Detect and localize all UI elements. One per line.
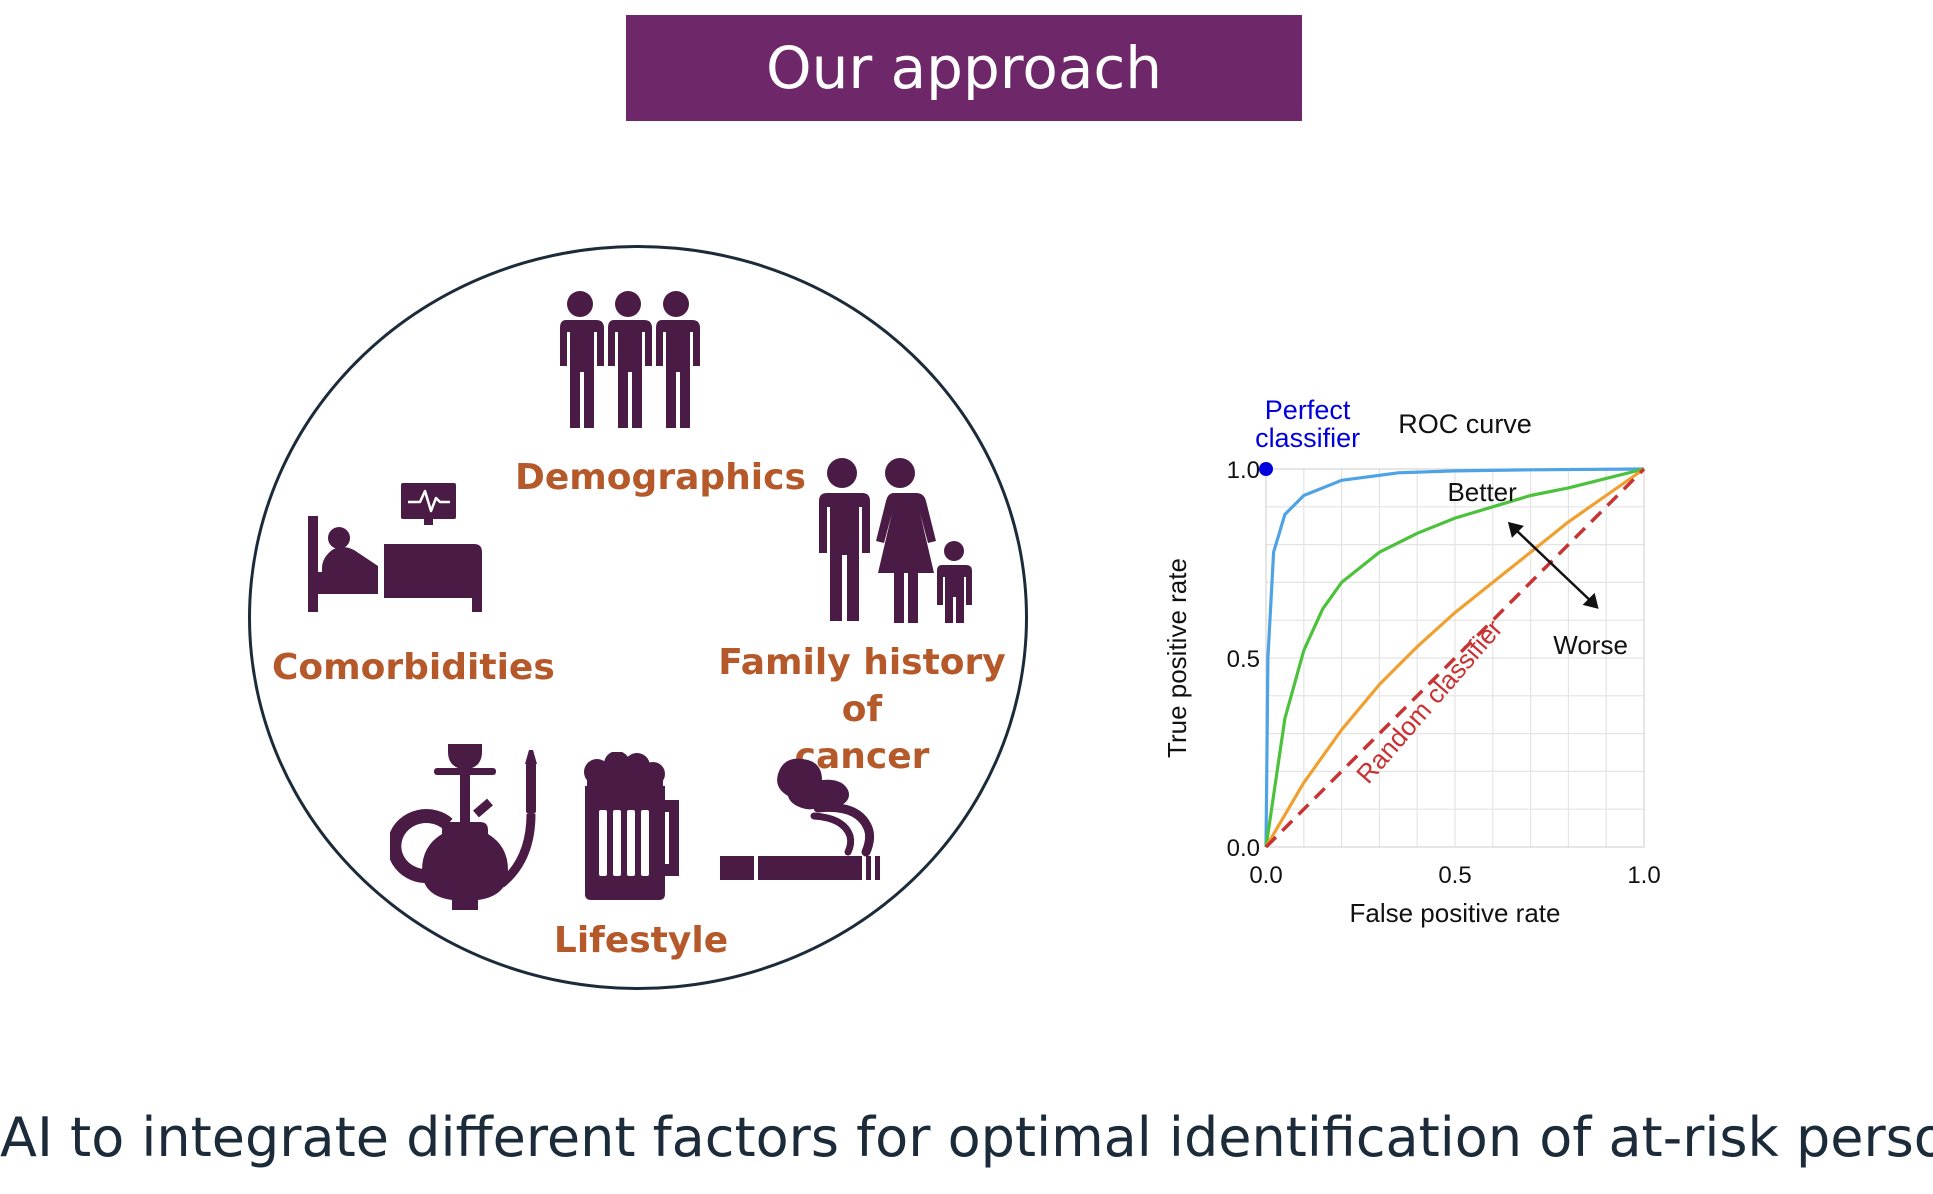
- lifestyle-label: Lifestyle: [553, 920, 729, 961]
- banner-title: Our approach: [765, 34, 1163, 102]
- roc-curve-better: [1264, 467, 1645, 848]
- factors-circle: [248, 245, 1028, 990]
- arrow-shaft: [1515, 529, 1592, 602]
- arrow-head-better: [1507, 521, 1524, 538]
- demographics-label: Demographics: [515, 457, 806, 498]
- title-banner: Our approach: [626, 15, 1302, 121]
- x-axis-label: False positive rate: [1350, 898, 1561, 928]
- x-tick-label: 0.0: [1249, 862, 1282, 889]
- chart-grid: [1266, 469, 1644, 847]
- family-history-line1: Family history of: [718, 642, 1006, 730]
- hookah-icon: [390, 742, 550, 912]
- y-tick-label: 0.0: [1227, 835, 1260, 862]
- y-tick-label: 0.5: [1227, 646, 1260, 673]
- footer-caption: AI to integrate different factors for op…: [0, 1106, 1933, 1169]
- perfect-classifier-point: [1259, 462, 1273, 476]
- perfect-label-line1: Perfect: [1265, 395, 1351, 425]
- hospital-bed-monitor-icon: [308, 478, 486, 616]
- comorbidities-label: Comorbidities: [272, 647, 555, 688]
- y-axis-label: True positive rate: [1162, 558, 1192, 758]
- x-tick-label: 0.5: [1438, 862, 1471, 889]
- better-label: Better: [1447, 477, 1517, 507]
- roc-curve-best: [1264, 467, 1645, 848]
- cigarette-smoke-icon: [718, 752, 886, 882]
- people-group-icon: [550, 288, 706, 428]
- plot-frame: [1265, 468, 1645, 848]
- roc-curve-worse: [1264, 467, 1645, 848]
- x-tick-label: 1.0: [1627, 862, 1660, 889]
- perfect-label-line2: classifier: [1255, 423, 1360, 453]
- arrow-head-worse: [1582, 592, 1599, 609]
- random-classifier-label: Random classifier: [1350, 613, 1508, 789]
- roc-series-group: [1264, 467, 1646, 849]
- better-worse-arrow: [1507, 521, 1599, 609]
- family-history-label: Family history of cancer: [708, 640, 1016, 780]
- random-classifier-line: [1264, 467, 1646, 849]
- family-icon: [808, 455, 980, 623]
- beer-mug-icon: [583, 752, 683, 902]
- roc-chart: ROC curve Perfect classifier Better Wors…: [1162, 395, 1661, 928]
- chart-title: ROC curve: [1398, 409, 1532, 439]
- worse-label: Worse: [1553, 630, 1628, 660]
- y-tick-label: 1.0: [1227, 457, 1260, 484]
